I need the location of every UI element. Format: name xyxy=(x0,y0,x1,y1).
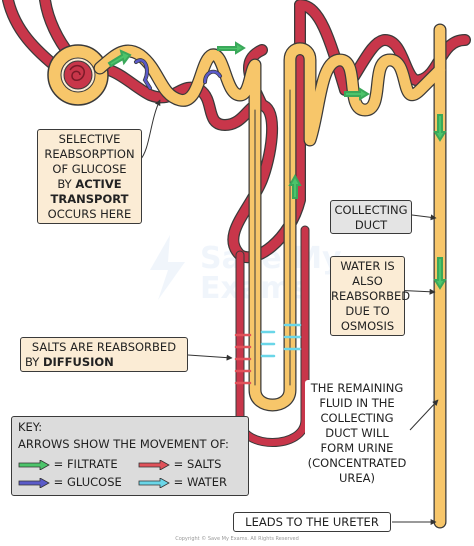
key-water: = WATER xyxy=(138,475,227,489)
remaining-fluid-label: THE REMAINING FLUID IN THE COLLECTING DU… xyxy=(305,380,409,490)
glucose-key-arrow-icon xyxy=(18,477,50,488)
filtrate-arrow xyxy=(433,114,447,142)
bowmans-capsule xyxy=(47,44,109,106)
salts-diffusion-label: SALTS ARE REABSORBED BY DIFFUSION xyxy=(20,337,188,372)
key-salts: = SALTS xyxy=(138,457,221,471)
filtrate-arrow xyxy=(217,41,246,55)
filtrate-arrow xyxy=(288,173,302,199)
filtrate-arrows xyxy=(107,41,447,290)
glucose-arrow xyxy=(203,70,222,84)
water-key-arrow-icon xyxy=(138,477,170,488)
ureter-label: LEADS TO THE URETER xyxy=(233,512,391,532)
key-subtitle: ARROWS SHOW THE MOVEMENT OF: xyxy=(18,437,229,451)
water-arrows xyxy=(260,323,302,358)
watermark: Save My Exams xyxy=(150,235,342,306)
filtrate-key-arrow-icon xyxy=(18,459,50,470)
key-filtrate: = FILTRATE xyxy=(18,457,118,471)
water-osmosis-label: WATER IS ALSO REABSORBED DUE TO OSMOSIS xyxy=(330,256,410,336)
salts-arrows xyxy=(234,333,252,385)
nephron-tubule xyxy=(93,23,447,529)
key-box: KEY: ARROWS SHOW THE MOVEMENT OF: = FILT… xyxy=(11,416,249,496)
filtrate-arrow xyxy=(433,257,447,290)
key-glucose: = GLUCOSE xyxy=(18,475,122,489)
glucose-reabsorption-label: SELECTIVE REABSORPTION OF GLUCOSE BY ACT… xyxy=(37,129,142,224)
filtrate-arrow xyxy=(107,49,132,68)
copyright-footer: Copyright © Save My Exams. All Rights Re… xyxy=(175,536,299,542)
pointer-lines xyxy=(139,99,439,525)
glucose-arrow xyxy=(134,59,152,90)
salts-key-arrow-icon xyxy=(138,459,170,470)
collecting-duct-label: COLLECTING DUCT xyxy=(330,200,412,234)
filtrate-arrow xyxy=(344,87,370,101)
key-title: KEY: xyxy=(18,420,43,434)
